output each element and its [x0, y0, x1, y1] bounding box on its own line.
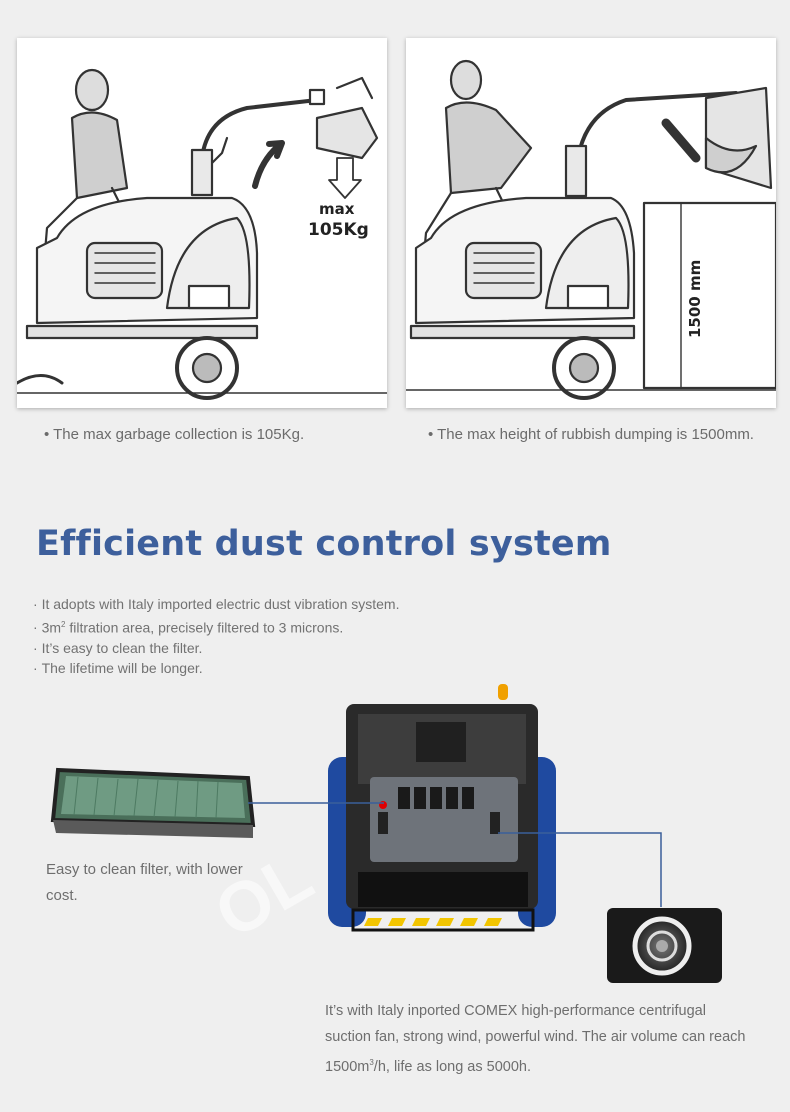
feature-item: It adopts with Italy imported electric d… [33, 594, 400, 615]
sweeper-lifting-illustration: max 105Kg [17, 68, 387, 400]
feature-item: The lifetime will be longer. [33, 658, 400, 679]
sweeper-dumping-illustration: 1500 mm [406, 59, 776, 400]
feature-item: 3m2 filtration area, precisely filtered … [33, 615, 400, 638]
garbage-capacity-card: max 105Kg [17, 38, 387, 408]
filter-note: Easy to clean filter, with lower cost. [46, 861, 243, 904]
max-label: max [319, 200, 355, 218]
feature-item: It’s easy to clean the filter. [33, 638, 400, 659]
weight-label: 105Kg [308, 220, 369, 240]
sweeper-machine-image [328, 684, 556, 932]
filter-panel-image [50, 767, 256, 838]
dumping-height-card: 1500 mm [406, 38, 776, 408]
fan-note: It’s with Italy inported COMEX high-perf… [325, 1003, 746, 1075]
suction-fan-image [607, 908, 722, 983]
dumping-height-caption: • The max height of rubbish dumping is 1… [428, 426, 754, 443]
section-title: Efficient dust control system [36, 524, 612, 564]
height-label: 1500 mm [686, 260, 704, 338]
feature-list: It adopts with Italy imported electric d… [33, 594, 400, 679]
garbage-capacity-caption: • The max garbage collection is 105Kg. [44, 426, 305, 443]
